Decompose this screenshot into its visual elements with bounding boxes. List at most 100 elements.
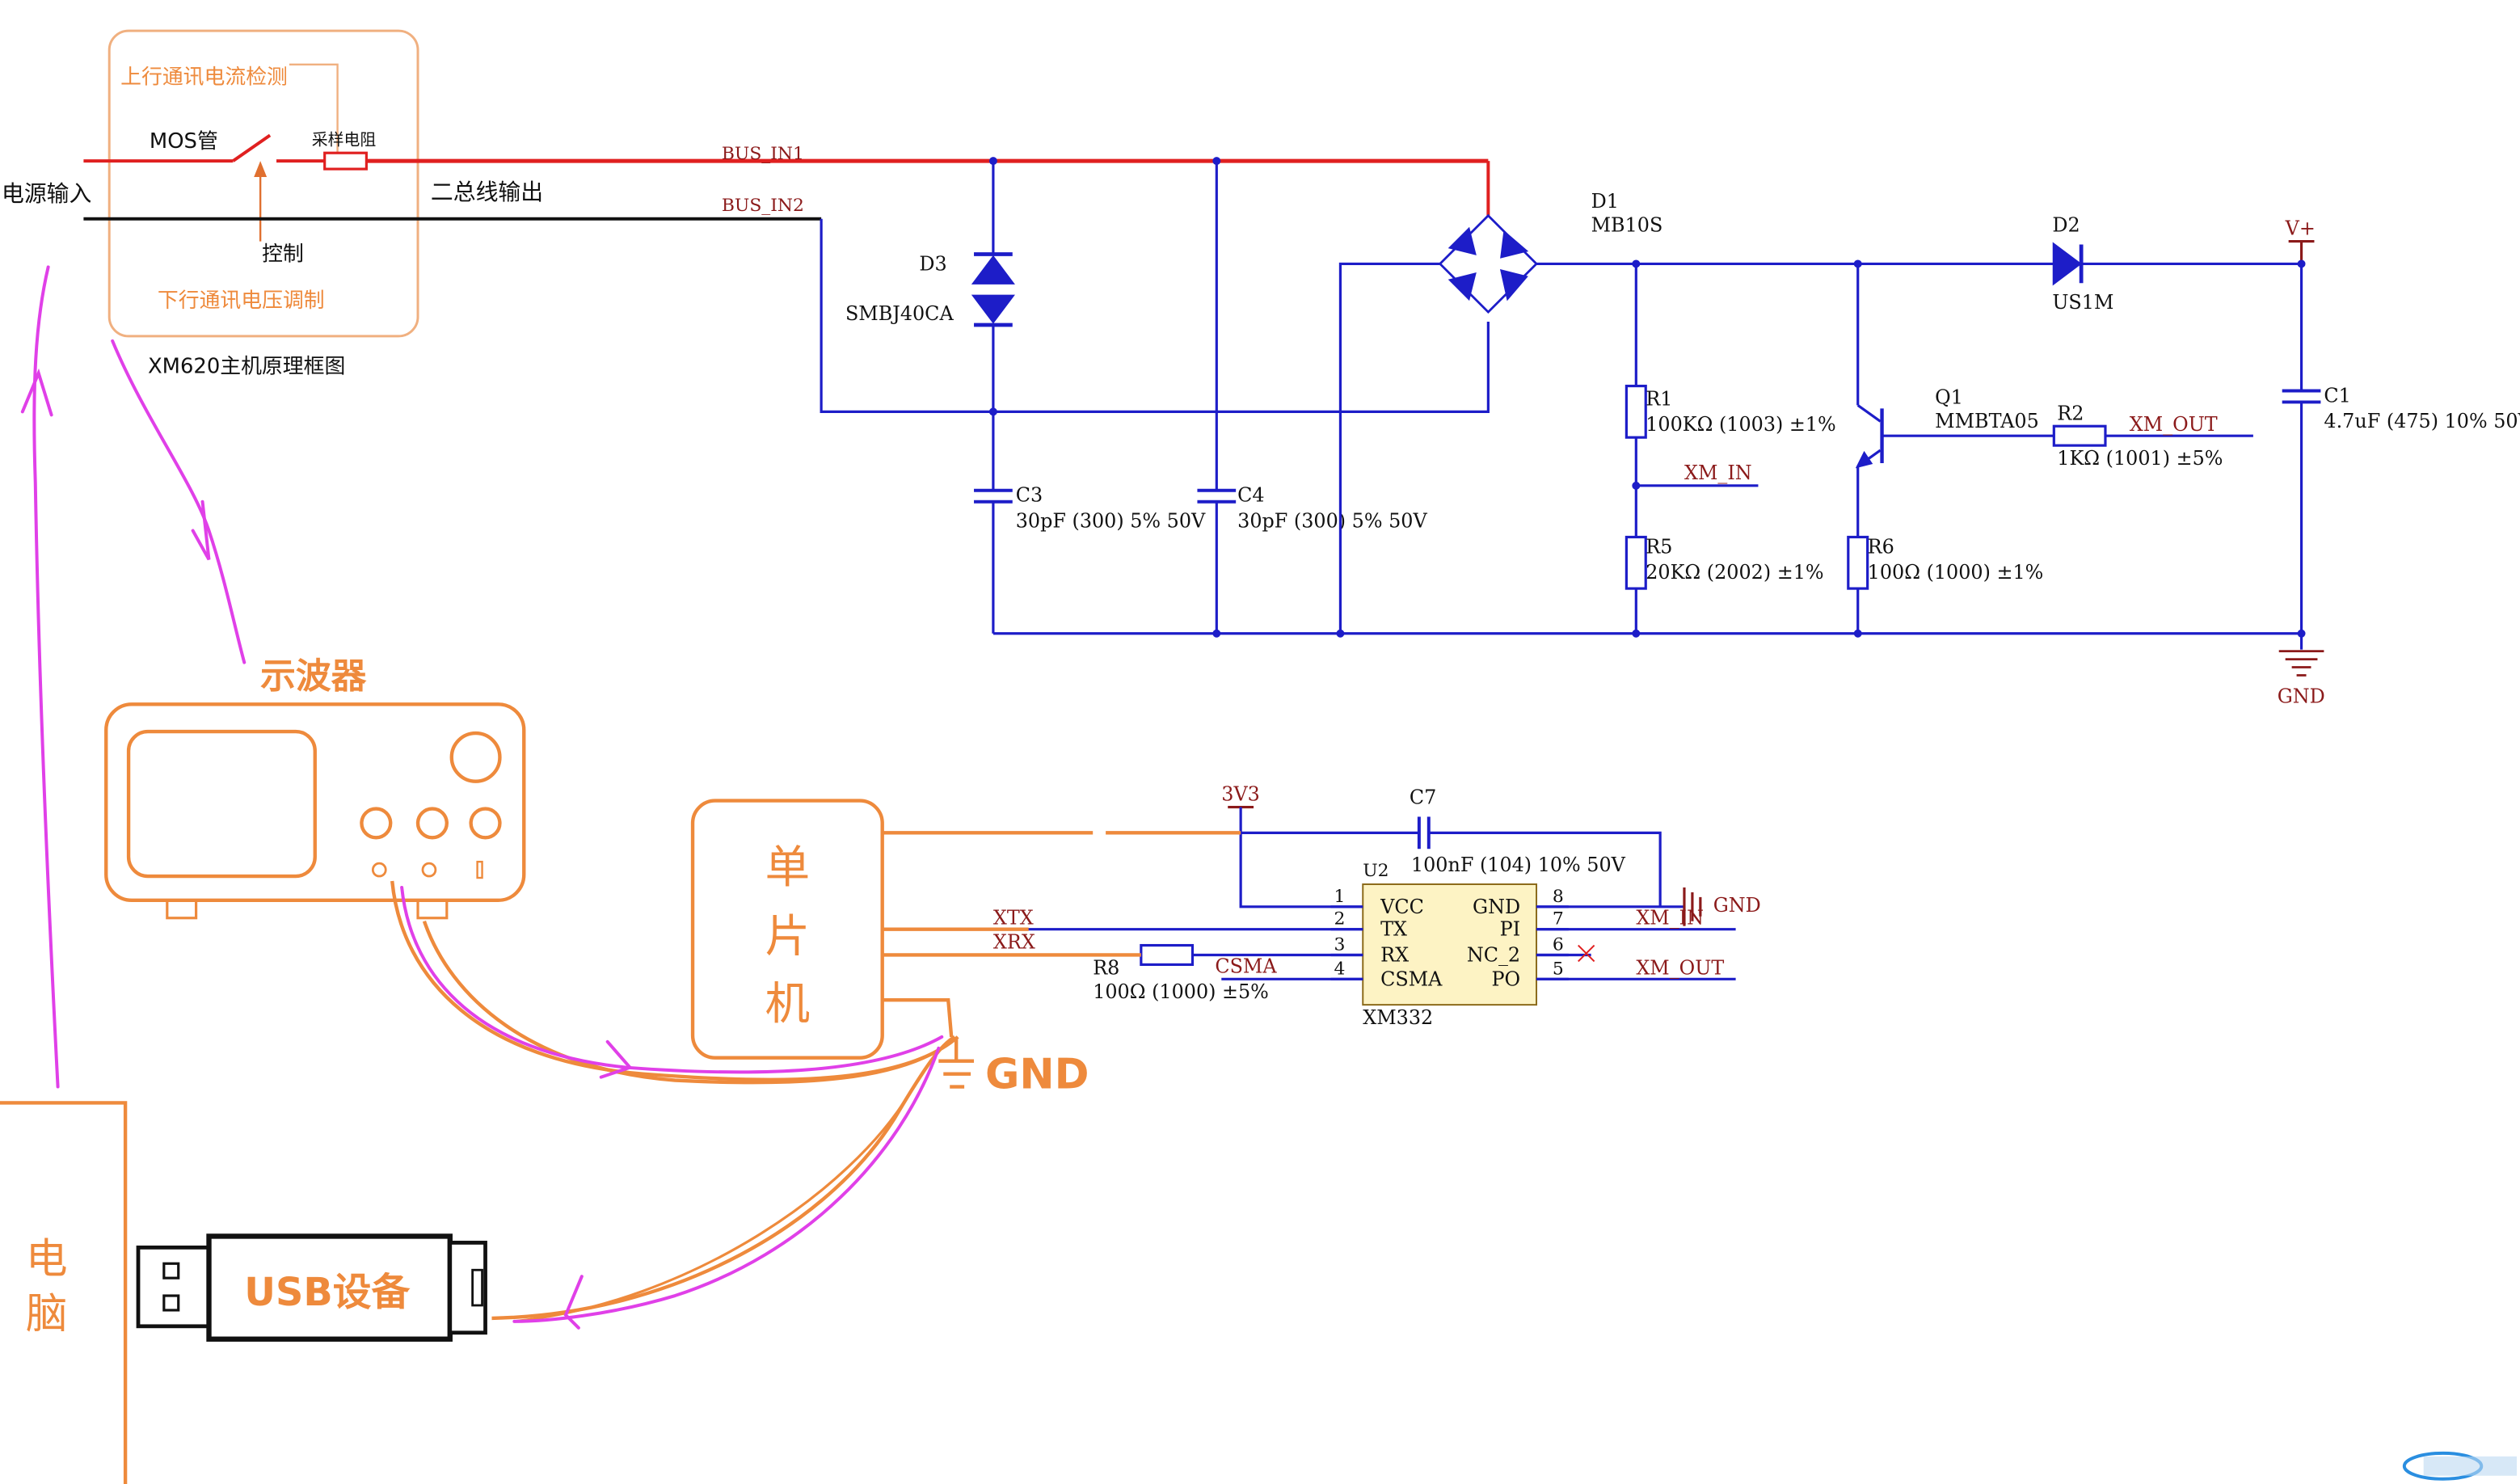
block-diagram: 上行通讯电流检测 电源输入 MOS管 采样电阻 控制 下行通讯电压调制 二总线输… bbox=[2, 29, 1489, 379]
d1-diode-c bbox=[1448, 272, 1477, 301]
ic-pin-4-name: CSMA bbox=[1380, 968, 1443, 990]
ic-pin-1-name: VCC bbox=[1380, 896, 1424, 918]
ic-pin-5-number: 5 bbox=[1553, 959, 1564, 979]
oscilloscope-body bbox=[104, 702, 526, 903]
r1-ref: R1 bbox=[1646, 387, 1672, 410]
junction-dot bbox=[1212, 157, 1221, 166]
r8-ref: R8 bbox=[1093, 956, 1119, 979]
vplus-label: V+ bbox=[2285, 217, 2316, 240]
mcu-gnd-wire bbox=[882, 997, 954, 1038]
r8-body bbox=[1140, 943, 1195, 967]
control-arrow-head bbox=[254, 161, 268, 178]
csma-label: CSMA bbox=[1215, 955, 1277, 977]
ic-pin-6-name: NC_2 bbox=[1467, 943, 1520, 966]
d2-value: US1M bbox=[2052, 291, 2113, 314]
c3-value: 30pF (300) 5% 50V bbox=[1016, 510, 1206, 533]
mos-switch-blade bbox=[232, 133, 272, 162]
hand-annotations: 示波器 单 片 机 GND 电 脑 bbox=[0, 656, 1241, 1484]
computer-char-1: 电 bbox=[26, 1235, 68, 1284]
junction-dot bbox=[988, 407, 997, 416]
bus-in1-label: BUS_IN1 bbox=[722, 144, 804, 164]
usb-plug-pin-1 bbox=[162, 1262, 180, 1280]
r2-value: 1KΩ (1001) ±5% bbox=[2057, 447, 2223, 470]
arrow-scope-to-gnd-head bbox=[599, 1039, 633, 1079]
oscilloscope-screen bbox=[126, 729, 317, 879]
arrow-to-scope-head bbox=[191, 500, 211, 561]
computer-char-2: 脑 bbox=[26, 1290, 68, 1339]
gnd-hand-label: GND bbox=[985, 1051, 1089, 1099]
ic-pin-7-name: PI bbox=[1500, 918, 1520, 941]
c7-ref: C7 bbox=[1410, 786, 1436, 809]
usb-cap-notch bbox=[471, 1268, 483, 1307]
computer-box bbox=[0, 1101, 128, 1484]
control-label: 控制 bbox=[262, 242, 304, 266]
xm-out-label-top: XM_OUT bbox=[2130, 413, 2218, 436]
v3v3-label: 3V3 bbox=[1221, 783, 1260, 806]
ic-pin-8-number: 8 bbox=[1553, 887, 1564, 907]
bridge-negative-wire bbox=[1338, 262, 1440, 634]
bus-in2-label: BUS_IN2 bbox=[722, 196, 804, 216]
r5-value: 20KΩ (2002) ±1% bbox=[1646, 561, 1823, 584]
c4-value: 30pF (300) 5% 50V bbox=[1237, 510, 1427, 533]
probe-cable-2 bbox=[422, 921, 953, 1085]
d1-diode-a bbox=[1448, 226, 1477, 255]
ic-pin-2-number: 2 bbox=[1334, 909, 1345, 930]
r5-ref: R5 bbox=[1646, 535, 1672, 558]
oscilloscope-knob-2 bbox=[415, 807, 449, 840]
r8-value: 100Ω (1000) ±5% bbox=[1093, 980, 1269, 1003]
bus-in2-wire bbox=[820, 218, 1490, 413]
c7-wire-right bbox=[1428, 831, 1662, 907]
upstream-label: 上行通讯电流检测 bbox=[120, 65, 288, 90]
sense-resistor-symbol bbox=[323, 151, 368, 171]
usb-label: USB设备 bbox=[244, 1271, 411, 1315]
xm-in-label: XM_IN bbox=[1684, 462, 1752, 484]
nc-mark-b bbox=[1578, 944, 1595, 963]
usb-body bbox=[206, 1233, 453, 1342]
usb-device: USB设备 bbox=[136, 1233, 487, 1342]
downstream-label: 下行通讯电压调制 bbox=[158, 289, 325, 313]
d1-value: MB10S bbox=[1591, 214, 1663, 237]
ic-pin-5-name: PO bbox=[1492, 968, 1521, 990]
ic-pin-7-number: 7 bbox=[1553, 909, 1564, 930]
arrow-gnd-to-usb bbox=[512, 1046, 941, 1323]
junction-dot bbox=[1336, 629, 1345, 638]
ic-pin-4-number: 4 bbox=[1334, 959, 1345, 979]
junction-dot bbox=[1853, 629, 1862, 638]
block-title: XM620主机原理框图 bbox=[148, 355, 345, 379]
r1-body bbox=[1625, 384, 1647, 439]
ic-pin-1-number: 1 bbox=[1334, 887, 1345, 907]
xm-out-label-ic: XM_OUT bbox=[1636, 956, 1724, 979]
mcu-char-2: 片 bbox=[765, 911, 811, 963]
d3-diode-upper bbox=[971, 255, 1015, 285]
d3-ref: D3 bbox=[919, 252, 946, 275]
gnd-label-power: GND bbox=[2278, 685, 2325, 707]
r1-value: 100KΩ (1003) ±1% bbox=[1646, 413, 1836, 436]
usb-plug-pin-2 bbox=[162, 1294, 180, 1312]
u2-ic-body bbox=[1362, 883, 1538, 1006]
ic-pin-3-name: RX bbox=[1380, 943, 1409, 966]
c3-ref: C3 bbox=[1016, 484, 1043, 507]
mcu-char-1: 单 bbox=[765, 841, 811, 894]
c4-ref: C4 bbox=[1237, 484, 1264, 507]
q1-ref: Q1 bbox=[1935, 386, 1963, 408]
vcc-wire bbox=[1239, 807, 1363, 909]
u2-ref: U2 bbox=[1363, 861, 1389, 881]
junction-dot bbox=[1853, 259, 1862, 268]
oscilloscope-foot-right bbox=[416, 899, 449, 920]
d2-ref: D2 bbox=[2052, 214, 2080, 237]
u2-value: XM332 bbox=[1363, 1006, 1433, 1029]
junction-dot bbox=[1212, 629, 1221, 638]
d1-ref: D1 bbox=[1591, 190, 1619, 213]
junction-dot bbox=[1632, 481, 1641, 490]
oscilloscope-knob-3 bbox=[469, 807, 502, 840]
c1-ref: C1 bbox=[2324, 384, 2350, 407]
d1-bridge-outline bbox=[1438, 213, 1538, 314]
r5-body bbox=[1625, 535, 1647, 590]
power-input-label: 电源输入 bbox=[2, 180, 91, 207]
d1-diode-d bbox=[1499, 269, 1528, 301]
hand-arrows bbox=[20, 265, 944, 1330]
junction-dot bbox=[2297, 629, 2306, 638]
watermark-block bbox=[2423, 1456, 2518, 1476]
